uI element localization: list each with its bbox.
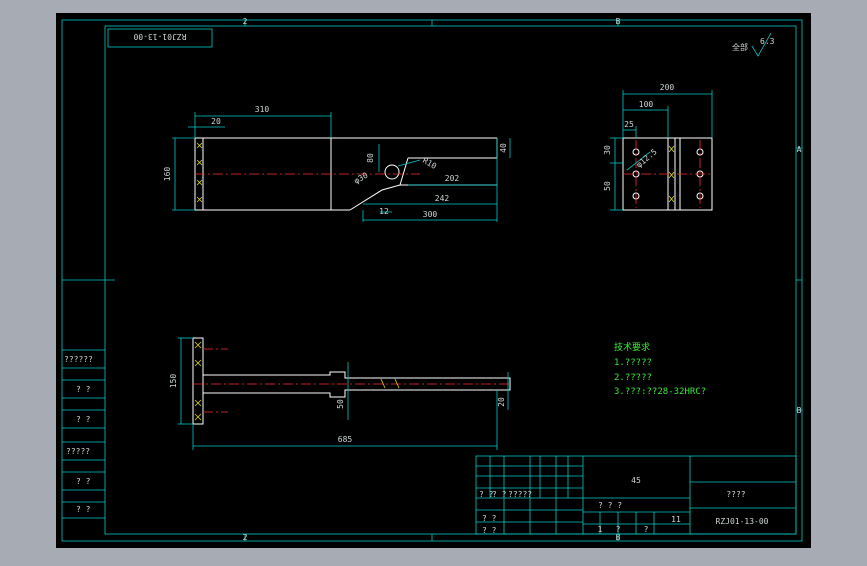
zone-top-2: B xyxy=(616,17,621,26)
left-block-row-1: ?????? xyxy=(64,355,93,364)
zone-right-2: B xyxy=(797,406,802,415)
bottom-view-flange xyxy=(192,337,204,425)
dim-12: 12 xyxy=(379,207,389,216)
dim-50-bottom: 50 xyxy=(336,399,345,409)
dim-685: 685 xyxy=(338,435,353,444)
left-block-row-6: ? ? xyxy=(76,505,91,514)
bottom-view-shaft xyxy=(203,371,511,398)
dim-20-bottom: 20 xyxy=(497,397,506,407)
title-part-name: ???? xyxy=(726,490,745,499)
dim-310: 310 xyxy=(255,105,270,114)
zone-right-1: A xyxy=(797,145,802,154)
dim-25: 25 xyxy=(624,120,634,129)
dim-160: 160 xyxy=(163,167,172,182)
left-block-row-3: ? ? xyxy=(76,415,91,424)
dim-80: 80 xyxy=(366,153,375,163)
dim-50: 50 xyxy=(603,181,612,191)
technical-requirements: 技术要求 1.????? 2.????? 3.???:??28-32HRC? xyxy=(614,341,706,397)
title-scale-cell-1: 1 xyxy=(598,525,603,534)
title-scale-cell-2: ? xyxy=(616,525,621,534)
title-row-4: ? ? xyxy=(482,514,497,523)
title-row-3: ????? xyxy=(508,490,532,499)
tech-req-line-1: 1.????? xyxy=(614,358,652,368)
number-stamp: RZJ01-13-00 xyxy=(133,32,186,41)
zone-ticks xyxy=(62,20,802,541)
front-view: 310 20 160 80 R10 φ30 40 202 242 300 12 xyxy=(163,105,511,222)
left-block-row-2: ? ? xyxy=(76,385,91,394)
tech-req-title: 技术要求 xyxy=(614,341,650,353)
tech-req-line-2: 2.????? xyxy=(614,373,652,383)
surface-finish-value: 6.3 xyxy=(760,37,775,46)
title-row-2: ? ? xyxy=(492,490,507,499)
dim-202: 202 xyxy=(445,174,460,183)
dim-30: 30 xyxy=(603,145,612,155)
dim-300: 300 xyxy=(423,210,438,219)
dim-150: 150 xyxy=(169,374,178,389)
surface-finish-prefix: 全部 xyxy=(732,42,748,52)
zone-bottom-1: 2 xyxy=(243,533,248,542)
tech-req-line-3: 3.???:??28-32HRC? xyxy=(614,387,706,397)
dim-200: 200 xyxy=(660,83,675,92)
title-scale-cell-4: 11 xyxy=(671,515,681,524)
left-block-row-5: ? ? xyxy=(76,477,91,486)
dim-100: 100 xyxy=(639,100,654,109)
dim-242: 242 xyxy=(435,194,450,203)
title-row-5: ? ? xyxy=(482,526,497,535)
bottom-view: 150 50 20 685 xyxy=(169,337,512,450)
dim-20: 20 xyxy=(211,117,221,126)
left-side-block: ?????? ? ? ? ? ????? ? ? ? ? xyxy=(62,349,105,519)
title-material: 45 xyxy=(631,476,641,485)
drawing-background xyxy=(56,13,811,548)
title-block: 45 ???? RZJ01-13-00 ? ? ? 1 ? ? 11 ? ? ?… xyxy=(475,455,797,535)
title-scale-label: ? ? ? xyxy=(598,501,622,510)
left-block-row-4: ????? xyxy=(66,447,90,456)
surface-finish-symbol xyxy=(751,32,772,57)
zone-top-1: 2 xyxy=(243,17,248,26)
title-drawing-number: RZJ01-13-00 xyxy=(716,517,769,526)
dim-40: 40 xyxy=(499,143,508,153)
title-row-1: ? ? xyxy=(479,490,494,499)
number-stamp-box xyxy=(107,28,213,48)
title-scale-cell-3: ? xyxy=(644,525,649,534)
zone-bottom-2: B xyxy=(616,533,621,542)
